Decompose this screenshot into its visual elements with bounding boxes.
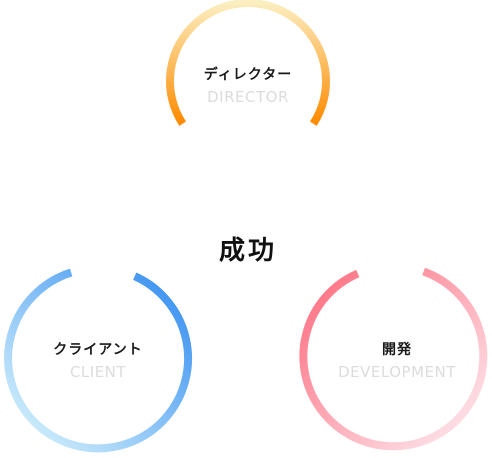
client-sublabel: CLIENT <box>70 363 126 381</box>
center-label: 成功 <box>219 236 277 266</box>
development-label: 開発 <box>382 341 412 358</box>
director-label: ディレクター <box>204 66 292 83</box>
client-node: クライアント CLIENT <box>4 268 193 453</box>
director-sublabel: DIRECTOR <box>207 88 289 106</box>
director-ring <box>166 0 330 126</box>
client-ring <box>4 268 193 453</box>
development-sublabel: DEVELOPMENT <box>338 363 456 381</box>
development-node: 開発 DEVELOPMENT <box>299 267 488 451</box>
development-ring <box>299 267 488 451</box>
director-node: ディレクター DIRECTOR <box>166 0 330 126</box>
client-label: クライアント <box>53 342 142 358</box>
